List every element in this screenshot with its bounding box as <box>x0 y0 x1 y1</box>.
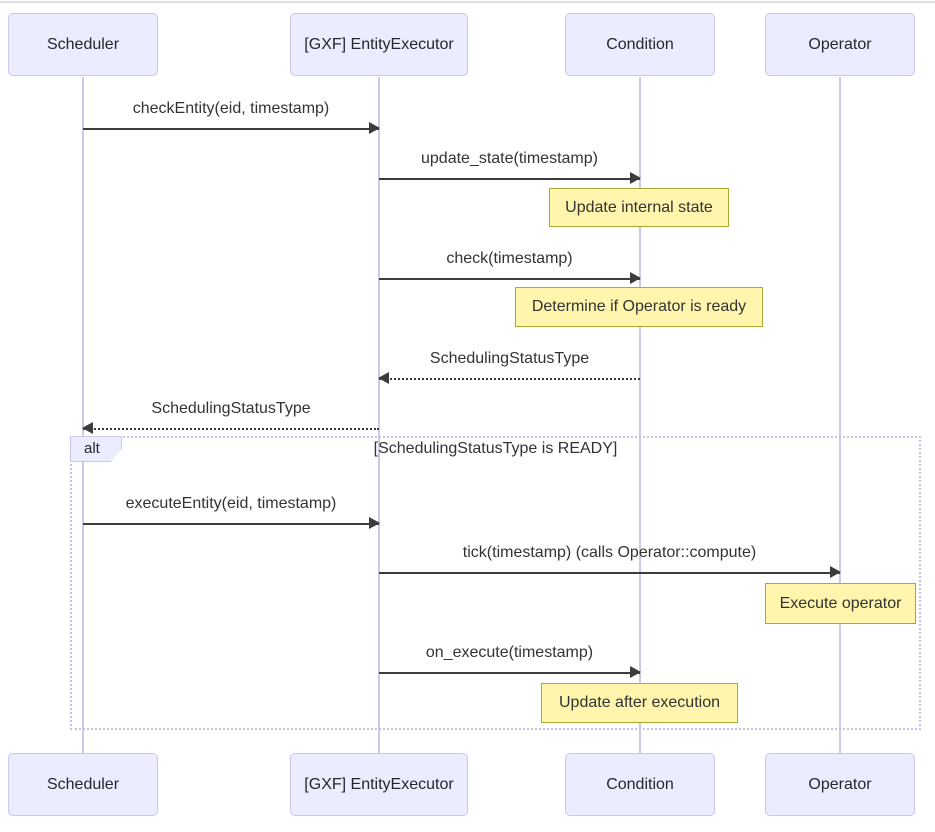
message-on-execute: on_execute(timestamp) <box>379 642 641 678</box>
arrow-left-dashed <box>378 372 640 384</box>
message-scheduling-status-to-scheduler: SchedulingStatusType <box>82 398 379 434</box>
alt-frame <box>70 436 921 730</box>
participant-label: [GXF] EntityExecutor <box>304 775 454 793</box>
message-tick: tick(timestamp) (calls Operator::compute… <box>379 542 841 578</box>
arrow-right <box>379 566 841 578</box>
participant-bottom-entityexecutor: [GXF] EntityExecutor <box>290 753 468 816</box>
message-check: check(timestamp) <box>379 248 641 284</box>
participant-label: Scheduler <box>46 775 120 793</box>
arrow-right <box>379 172 641 184</box>
participant-label: Operator <box>808 35 872 53</box>
lifeline-entityexecutor <box>378 77 380 754</box>
message-scheduling-status-to-executor: SchedulingStatusType <box>378 348 640 384</box>
participant-label: [GXF] EntityExecutor <box>304 35 454 53</box>
message-label: checkEntity(eid, timestamp) <box>132 100 330 117</box>
alt-label: alt <box>70 436 122 462</box>
message-label: check(timestamp) <box>446 250 573 267</box>
participant-bottom-condition: Condition <box>565 753 715 816</box>
participant-top-scheduler: Scheduler <box>8 13 158 76</box>
arrow-right <box>83 517 380 529</box>
participant-label: Scheduler <box>46 35 120 53</box>
message-label: tick(timestamp) (calls Operator::compute… <box>462 544 757 561</box>
participant-label: Operator <box>808 775 872 793</box>
message-check-entity: checkEntity(eid, timestamp) <box>83 98 380 134</box>
message-label: update_state(timestamp) <box>421 150 598 167</box>
arrow-right <box>379 666 641 678</box>
participant-top-operator: Operator <box>765 13 915 76</box>
message-update-state: update_state(timestamp) <box>379 148 641 184</box>
participant-label: Condition <box>606 775 674 793</box>
participant-bottom-scheduler: Scheduler <box>8 753 158 816</box>
message-execute-entity: executeEntity(eid, timestamp) <box>83 493 380 529</box>
participant-label: Condition <box>606 35 674 53</box>
lifeline-scheduler <box>82 77 84 754</box>
top-divider <box>0 1 935 3</box>
note-determine-operator-ready: Determine if Operator is ready <box>515 287 763 327</box>
participant-bottom-operator: Operator <box>765 753 915 816</box>
message-label: on_execute(timestamp) <box>425 644 594 661</box>
arrow-left-dashed <box>82 422 379 434</box>
arrow-right <box>379 272 641 284</box>
participant-top-condition: Condition <box>565 13 715 76</box>
lifeline-operator <box>839 77 841 754</box>
participant-top-entityexecutor: [GXF] EntityExecutor <box>290 13 468 76</box>
alt-condition: [SchedulingStatusType is READY] <box>373 440 618 457</box>
message-label: executeEntity(eid, timestamp) <box>125 495 337 512</box>
note-update-internal-state: Update internal state <box>549 188 729 227</box>
note-execute-operator: Execute operator <box>765 583 916 624</box>
message-label: SchedulingStatusType <box>151 400 311 417</box>
lifeline-condition <box>639 77 641 754</box>
arrow-right <box>83 122 380 134</box>
message-label: SchedulingStatusType <box>429 350 590 367</box>
note-update-after-execution: Update after execution <box>541 683 738 723</box>
